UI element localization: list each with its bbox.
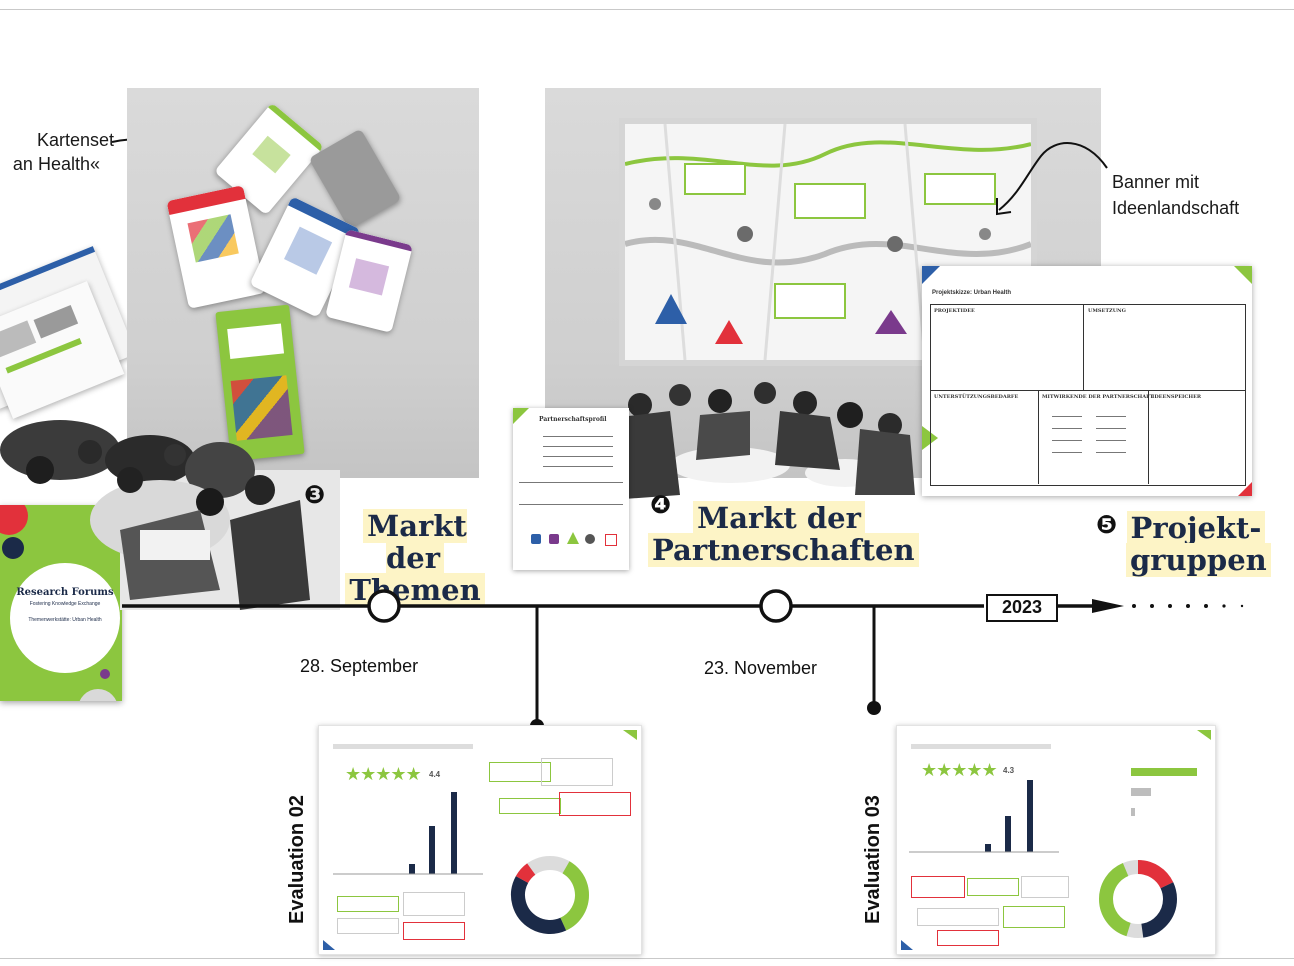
banner-label-line2: Ideenlandschaft [1112, 198, 1240, 218]
research-forums-title: Research Forums [16, 587, 114, 598]
research-forums-topic: Themenwerkstätte: Urban Health [28, 617, 102, 623]
rating-stars-03: ★★★★★ [921, 760, 998, 780]
research-forums-subtitle: Fostering Knowledge Exchange [29, 601, 101, 607]
bottom-divider [0, 958, 1294, 959]
timeline [122, 589, 1244, 730]
sketch-header-implementation: UMSETZUNG [1088, 308, 1126, 314]
stage-3-line1: Markt der [363, 509, 467, 575]
evaluation-02-label: Evaluation 02 [286, 795, 308, 924]
stage-5-number: ❺ [1096, 510, 1118, 539]
banner-arrow [996, 142, 1108, 216]
stage-5-line2: gruppen [1126, 543, 1271, 577]
rating-stars-02: ★★★★★ [345, 764, 422, 784]
stage-4-number: ❹ [650, 490, 672, 519]
brochure-fan [0, 230, 140, 430]
project-sketch-title: Projektskizze: Urban Health [932, 290, 1012, 296]
cardset-photo [127, 88, 479, 478]
stage-4-line1: Markt der [693, 501, 865, 535]
satisfaction-bars-02 [333, 792, 483, 875]
date-23-november: 23. November [704, 658, 818, 678]
stage-5-line1: Projekt- [1126, 511, 1266, 545]
banner-label-line1: Banner mit [1112, 172, 1200, 192]
top-divider [0, 9, 1294, 10]
stage-3-number: ❸ [304, 480, 326, 509]
year-2023-box: 2023 [986, 594, 1058, 622]
rating-value-03: 4.3 [1003, 766, 1015, 775]
stage-4-title: Markt der Partnerschaften [648, 501, 919, 567]
evaluation-02-sheet: ★★★★★ 4.4 [318, 725, 642, 955]
cardset-label-line1: Kartenset [36, 130, 114, 150]
cardset-label-line2: an Health« [12, 154, 100, 174]
evaluation-03-sheet: ★★★★★ 4.3 [896, 725, 1216, 955]
crowd-photo-right [610, 382, 915, 500]
partnership-bars-03 [1131, 768, 1197, 816]
stage-5-title: Projekt- gruppen [1126, 511, 1271, 577]
stage-4-line2: Partnerschaften [648, 533, 919, 567]
project-sketch-sheet: Projektskizze: Urban Health PROJEKTIDEE … [922, 266, 1252, 496]
date-28-september: 28. September [300, 656, 419, 676]
crowd-photo-left [0, 420, 340, 610]
rating-value-02: 4.4 [429, 770, 441, 779]
sketch-header-ideas: IDEENSPEICHER [1152, 394, 1202, 400]
partnership-profile-sheet: Partnerschaftsprofil [513, 408, 629, 570]
satisfaction-bars-03 [909, 780, 1059, 853]
sketch-header-partners: MITWIRKENDE DER PARTNERSCHAFT [1042, 394, 1154, 400]
donut-chart-03 [1099, 860, 1177, 938]
sketch-header-support: UNTERSTÜTZUNGSBEDARFE [934, 394, 1019, 400]
sketch-header-idea: PROJEKTIDEE [934, 308, 975, 314]
evaluation-03-label: Evaluation 03 [862, 795, 884, 924]
partnership-profile-title: Partnerschaftsprofil [539, 416, 607, 423]
card-3 [166, 185, 266, 309]
donut-chart-02 [511, 855, 589, 934]
